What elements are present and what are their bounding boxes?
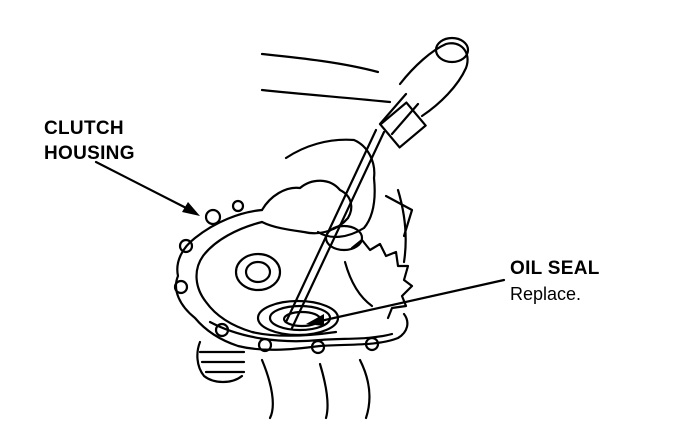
bearing-bore (234, 252, 282, 292)
clutch-housing-flange (174, 208, 409, 351)
bolt-hole (173, 279, 189, 295)
clutch-housing-label-line1: CLUTCH (44, 118, 124, 139)
case-edge-right (384, 194, 414, 238)
bolt-hole (257, 337, 273, 353)
bolt-hole (231, 199, 245, 213)
oil-seal-label: OIL SEAL (510, 258, 600, 279)
punch-grip (324, 224, 364, 252)
right-hand (260, 52, 392, 238)
bolt-hole (204, 208, 222, 226)
oil-seal-leader (314, 278, 506, 324)
left-hand (260, 179, 353, 235)
clutch-housing-arrowhead (182, 202, 200, 216)
bolt-hole (364, 336, 380, 352)
hammer-handle (378, 92, 420, 136)
hammer-collar (379, 101, 427, 149)
punch-shaft (290, 130, 386, 330)
bearing-bore-inner (244, 260, 272, 284)
housing-lower-edge (208, 320, 394, 343)
clutch-housing-label-line2: HOUSING (44, 143, 135, 164)
gear-teeth (350, 238, 414, 320)
bolt-hole (310, 339, 326, 355)
lower-case (260, 358, 371, 420)
case-edge (396, 188, 407, 264)
oil-seal-note: Replace. (510, 284, 582, 304)
gear-body (343, 260, 374, 308)
shaft-rings (198, 350, 246, 374)
clutch-housing-leader (94, 160, 196, 214)
bolt-hole (178, 238, 194, 254)
clutch-housing-inner-rim (195, 220, 338, 337)
oil-seal-arrowhead (306, 314, 324, 326)
bolt-hole (214, 322, 230, 338)
hammer-face (434, 36, 470, 64)
hammer-head (398, 42, 469, 118)
shaft-housing (196, 340, 244, 384)
punch-shaft-edge (284, 128, 378, 324)
